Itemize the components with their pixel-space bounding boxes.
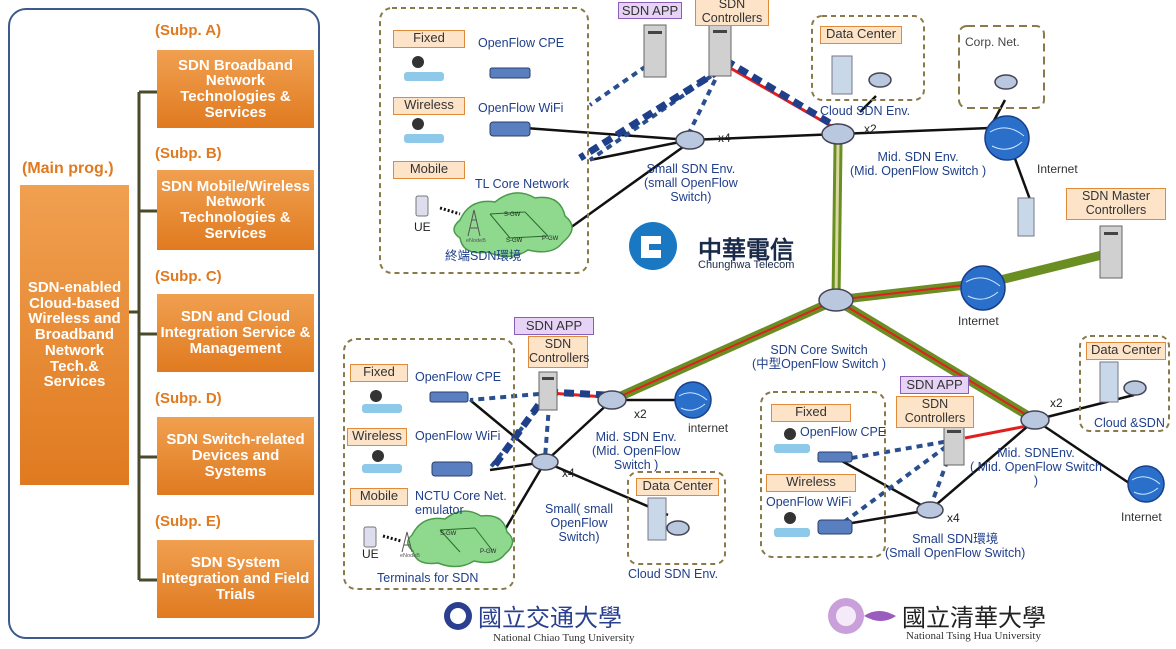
br-sdn-controllers-tag: SDN Controllers <box>896 396 974 428</box>
svg-text:P-GW: P-GW <box>542 236 559 242</box>
br-internet-label: Internet <box>1121 510 1162 524</box>
br-openflow-cpe-label: OpenFlow CPE <box>800 425 887 439</box>
nctu-seal <box>444 602 472 630</box>
user-icons <box>362 56 810 537</box>
nthu-logo-cn: 國立清華大學 <box>902 604 1046 632</box>
subp-d-label: (Subp. D) <box>155 390 222 407</box>
top-small-env-label: Small SDN Env. (small OpenFlow Switch) <box>644 162 738 204</box>
svg-text:S-GW: S-GW <box>506 238 523 244</box>
svg-text:eNodeB: eNodeB <box>400 553 420 559</box>
nctu-logo-en: National Chiao Tung University <box>493 632 635 644</box>
top-openflow-wifi-label: OpenFlow WiFi <box>478 101 564 115</box>
bl-data-center-tag: Data Center <box>636 478 719 496</box>
br-x2-label: x2 <box>1050 396 1063 410</box>
program-panel <box>8 8 320 639</box>
subp-b-box: SDN Mobile/Wireless Network Technologies… <box>157 170 314 250</box>
bl-openflow-cpe-label: OpenFlow CPE <box>415 370 502 384</box>
subp-e-label: (Subp. E) <box>155 513 221 530</box>
program-tree-lines <box>129 90 157 582</box>
core-switch-label: SDN Core Switch (中型OpenFlow Switch ) <box>752 343 887 371</box>
main-program-label: (Main prog.) <box>22 160 114 177</box>
nthu-logo-en: National Tsing Hua University <box>906 630 1041 642</box>
bl-terminals-label: Terminals for SDN <box>377 571 479 585</box>
bl-mid-env-label: Mid. SDN Env. (Mid. OpenFlow Switch ) <box>592 430 681 472</box>
top-data-center-tag: Data Center <box>820 26 902 44</box>
bl-x4-label: x4 <box>562 466 575 480</box>
bl-cloud-env-label: Cloud SDN Env. <box>628 567 719 581</box>
top-fixed-tag: Fixed <box>393 30 465 48</box>
top-internet-label: Internet <box>1037 162 1078 176</box>
subp-e-box: SDN System Integration and Field Trials <box>157 540 314 618</box>
br-data-center-tag: Data Center <box>1086 342 1166 360</box>
br-mid-env-label: Mid. SDNEnv. ( Mid. OpenFlow Switch ) <box>970 446 1102 488</box>
top-ue-label: UE <box>414 220 431 234</box>
br-x4-label: x4 <box>947 511 960 525</box>
top-x2-label: x2 <box>864 122 877 136</box>
master-controllers-tag: SDN Master Controllers <box>1066 188 1166 220</box>
top-sdn-app-tag: SDN APP <box>618 2 682 19</box>
top-terminal-label: 終端SDN環境 <box>445 249 522 263</box>
nthu-seal <box>828 598 896 634</box>
nctu-logo-cn: 國立交通大學 <box>478 604 622 632</box>
top-cloud-env-label: Cloud SDN Env. <box>820 104 911 118</box>
bl-small-env-label: Small( small OpenFlow Switch) <box>545 502 614 544</box>
subp-c-box: SDN and Cloud Integration Service & Mana… <box>157 294 314 372</box>
svg-text:S-GW: S-GW <box>440 531 457 537</box>
bl-x2-label: x2 <box>634 407 647 421</box>
bl-wireless-tag: Wireless <box>347 428 407 446</box>
corp-net-label: Corp. Net. <box>965 35 1020 49</box>
bl-ue-label: UE <box>362 547 379 561</box>
br-sdn-app-tag: SDN APP <box>900 376 969 394</box>
subp-a-box: SDN Broadband Network Technologies & Ser… <box>157 50 314 128</box>
subp-a-label: (Subp. A) <box>155 22 222 39</box>
bl-nctu-core-label: NCTU Core Net. emulator <box>415 489 507 517</box>
top-mid-env-label: Mid. SDN Env. (Mid. OpenFlow Switch ) <box>850 150 987 178</box>
bl-mobile-tag: Mobile <box>350 488 408 506</box>
cht-logo-mark <box>629 222 677 270</box>
switch-icons <box>531 72 1147 536</box>
cht-logo-cn: 中華電信 <box>698 236 794 264</box>
subp-d-box: SDN Switch-related Devices and Systems <box>157 417 314 495</box>
top-tl-core-label: TL Core Network <box>475 177 570 191</box>
cht-logo-en: Chunghwa Telecom <box>698 259 795 271</box>
bl-fixed-tag: Fixed <box>350 364 408 382</box>
svg-text:S-GW: S-GW <box>504 212 521 218</box>
top-x4-label: x4 <box>718 131 731 145</box>
bl-openflow-wifi-label: OpenFlow WiFi <box>415 429 501 443</box>
br-cloud-env-label: Cloud &SDN <box>1094 416 1165 430</box>
br-small-env-label: Small SDN環境 (Small OpenFlow Switch) <box>885 532 1026 560</box>
br-wireless-tag: Wireless <box>766 474 856 492</box>
bl-internet-label: internet <box>688 421 729 435</box>
br-openflow-wifi-label: OpenFlow WiFi <box>766 495 852 509</box>
bl-sdn-controllers-tag: SDN Controllers <box>528 336 589 368</box>
top-openflow-cpe-label: OpenFlow CPE <box>478 36 565 50</box>
top-mobile-tag: Mobile <box>393 161 465 179</box>
bl-sdn-app-tag: SDN APP <box>514 317 594 335</box>
subp-b-label: (Subp. B) <box>155 145 222 162</box>
main-program-box: SDN-enabled Cloud-based Wireless and Bro… <box>20 185 129 485</box>
top-wireless-tag: Wireless <box>393 97 465 115</box>
subp-c-label: (Subp. C) <box>155 268 222 285</box>
core-internet-label: Internet <box>958 314 999 328</box>
svg-text:eNodeB: eNodeB <box>466 238 486 244</box>
top-sdn-controllers-tag: SDN Controllers <box>695 0 769 26</box>
svg-text:P-GW: P-GW <box>480 549 497 555</box>
br-fixed-tag: Fixed <box>771 404 851 422</box>
server-icons <box>538 23 1123 541</box>
